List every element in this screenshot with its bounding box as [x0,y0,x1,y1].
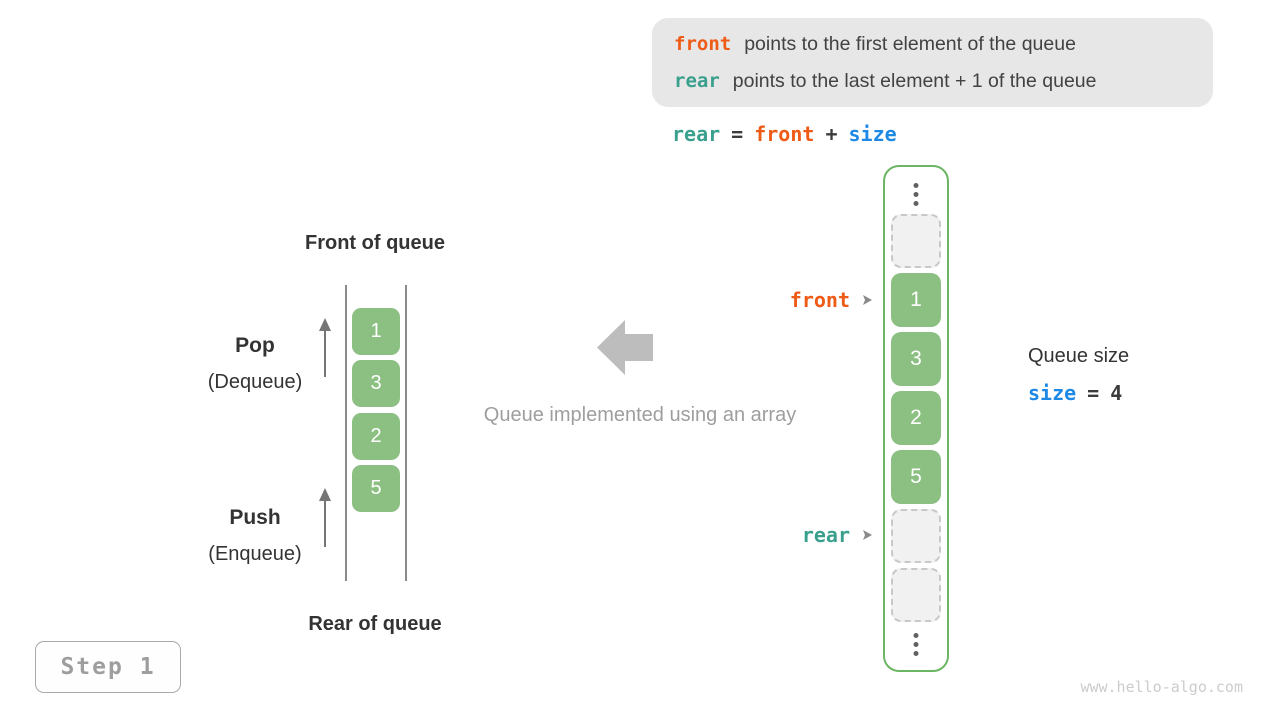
formula-equals: = [731,122,744,146]
pop-label: Pop [235,334,275,357]
pointer-definition-box: front points to the first element of the… [652,18,1213,107]
push-label: Push [229,506,281,529]
rear-definition-text: points to the last element + 1 of the qu… [732,69,1097,92]
step-badge: Step 1 [35,641,181,693]
diagram-caption: Queue implemented using an array [483,404,797,426]
front-pointer-row: front [740,287,872,313]
array-container: 1 3 2 5 [883,165,949,672]
rear-pointer-arrow-icon [863,530,872,540]
push-up-arrow-icon [319,488,331,547]
array-cell-empty [891,509,941,563]
front-of-queue-label: Front of queue [305,232,445,254]
size-equals: = [1087,381,1100,405]
enqueue-label: (Enqueue) [208,543,302,565]
size-value: 4 [1110,381,1123,405]
left-block-arrow-icon [597,320,653,375]
queue-cell: 5 [352,465,400,512]
rear-definition-line: rear points to the last element + 1 of t… [674,70,1213,93]
ellipsis-top-icon [913,183,919,206]
dequeue-label: (Dequeue) [207,371,303,393]
size-keyword: size [1028,381,1077,405]
front-definition-text: points to the first element of the queue [744,32,1076,55]
array-cell-empty [891,214,941,268]
array-cell: 5 [891,450,941,504]
front-keyword: front [674,32,732,55]
front-definition-line: front points to the first element of the… [674,33,1213,56]
array-cell-empty [891,568,941,622]
ellipsis-bottom-icon [913,633,919,656]
queue-cell: 1 [352,308,400,355]
rear-of-queue-label: Rear of queue [308,613,442,635]
queue-channel-left-line [345,285,347,581]
rear-formula: rear = front + size [672,122,897,146]
front-pointer-label: front [789,288,850,312]
front-pointer-arrow-icon [863,295,872,305]
watermark: www.hello-algo.com [1080,678,1243,696]
array-cell: 3 [891,332,941,386]
queue-cell: 3 [352,360,400,407]
queue-channel-right-line [405,285,407,581]
queue-size-title: Queue size [1028,345,1130,367]
rear-keyword: rear [674,69,720,92]
queue-cell: 2 [352,413,400,460]
queue-size-formula: size = 4 [1028,381,1122,405]
formula-size: size [848,122,897,146]
rear-pointer-row: rear [740,522,872,548]
formula-rear: rear [672,122,721,146]
rear-pointer-label: rear [801,523,850,547]
formula-front: front [754,122,815,146]
array-cell: 1 [891,273,941,327]
array-cell: 2 [891,391,941,445]
pop-up-arrow-icon [319,318,331,377]
formula-plus: + [825,122,838,146]
